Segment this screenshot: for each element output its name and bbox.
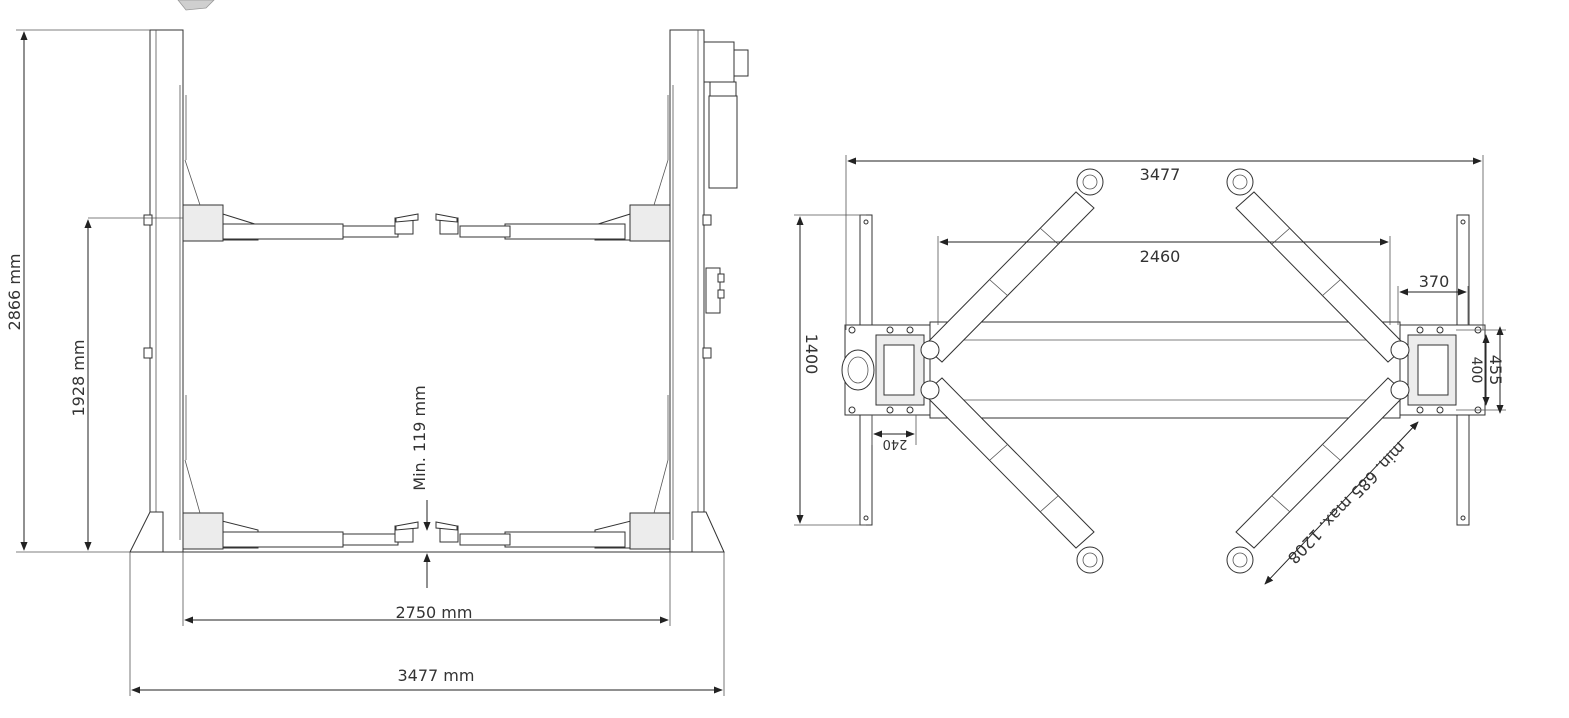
top-view: 3477 2460 370 1400 40: [794, 155, 1506, 585]
dim-foot-offset: 240: [871, 415, 917, 451]
dim-min-height: Min. 119 mm: [410, 385, 431, 588]
dim-post-offset: 370: [1397, 272, 1469, 325]
label-base-plate-inner: 400: [1468, 357, 1484, 384]
dim-depth: 1400: [794, 214, 866, 526]
corner-logo-fragment: [177, 0, 215, 11]
right-post: [669, 29, 749, 553]
dim-inner-width: 2750 mm: [182, 552, 671, 626]
label-inner-width: 2750 mm: [396, 603, 473, 622]
left-post-base: [841, 324, 931, 416]
label-arm-range: min. 685 max. 1208: [1284, 438, 1410, 568]
dim-top-total-width: 3477: [845, 155, 1484, 330]
label-post-offset: 370: [1419, 272, 1450, 291]
label-outer-width: 3477 mm: [398, 666, 475, 685]
label-top-inner-width: 2460: [1140, 247, 1181, 266]
dim-arm-height: 1928 mm: [69, 217, 183, 551]
label-base-plate-outer: 455: [1486, 355, 1505, 386]
lowered-arms: [182, 395, 671, 550]
label-foot-offset: 240: [883, 436, 908, 451]
label-total-height: 2866 mm: [5, 254, 24, 331]
center-beam: [929, 321, 1401, 419]
front-view: 2866 mm 1928 mm Min. 119 mm 2750 mm 3477…: [5, 29, 749, 696]
label-depth: 1400: [802, 334, 821, 375]
label-top-total-width: 3477: [1140, 165, 1181, 184]
dim-outer-width: 3477 mm: [129, 552, 725, 696]
label-arm-height: 1928 mm: [69, 340, 88, 417]
raised-arms: [182, 95, 671, 242]
right-post-base: [1399, 324, 1486, 416]
dim-top-inner-width: 2460: [937, 236, 1391, 325]
swing-arm-rear-left: [920, 377, 1104, 574]
dim-base-plate: 400 455: [1456, 326, 1506, 414]
dim-total-height: 2866 mm: [5, 29, 150, 553]
left-post: [129, 29, 184, 553]
label-min-height: Min. 119 mm: [410, 385, 429, 490]
